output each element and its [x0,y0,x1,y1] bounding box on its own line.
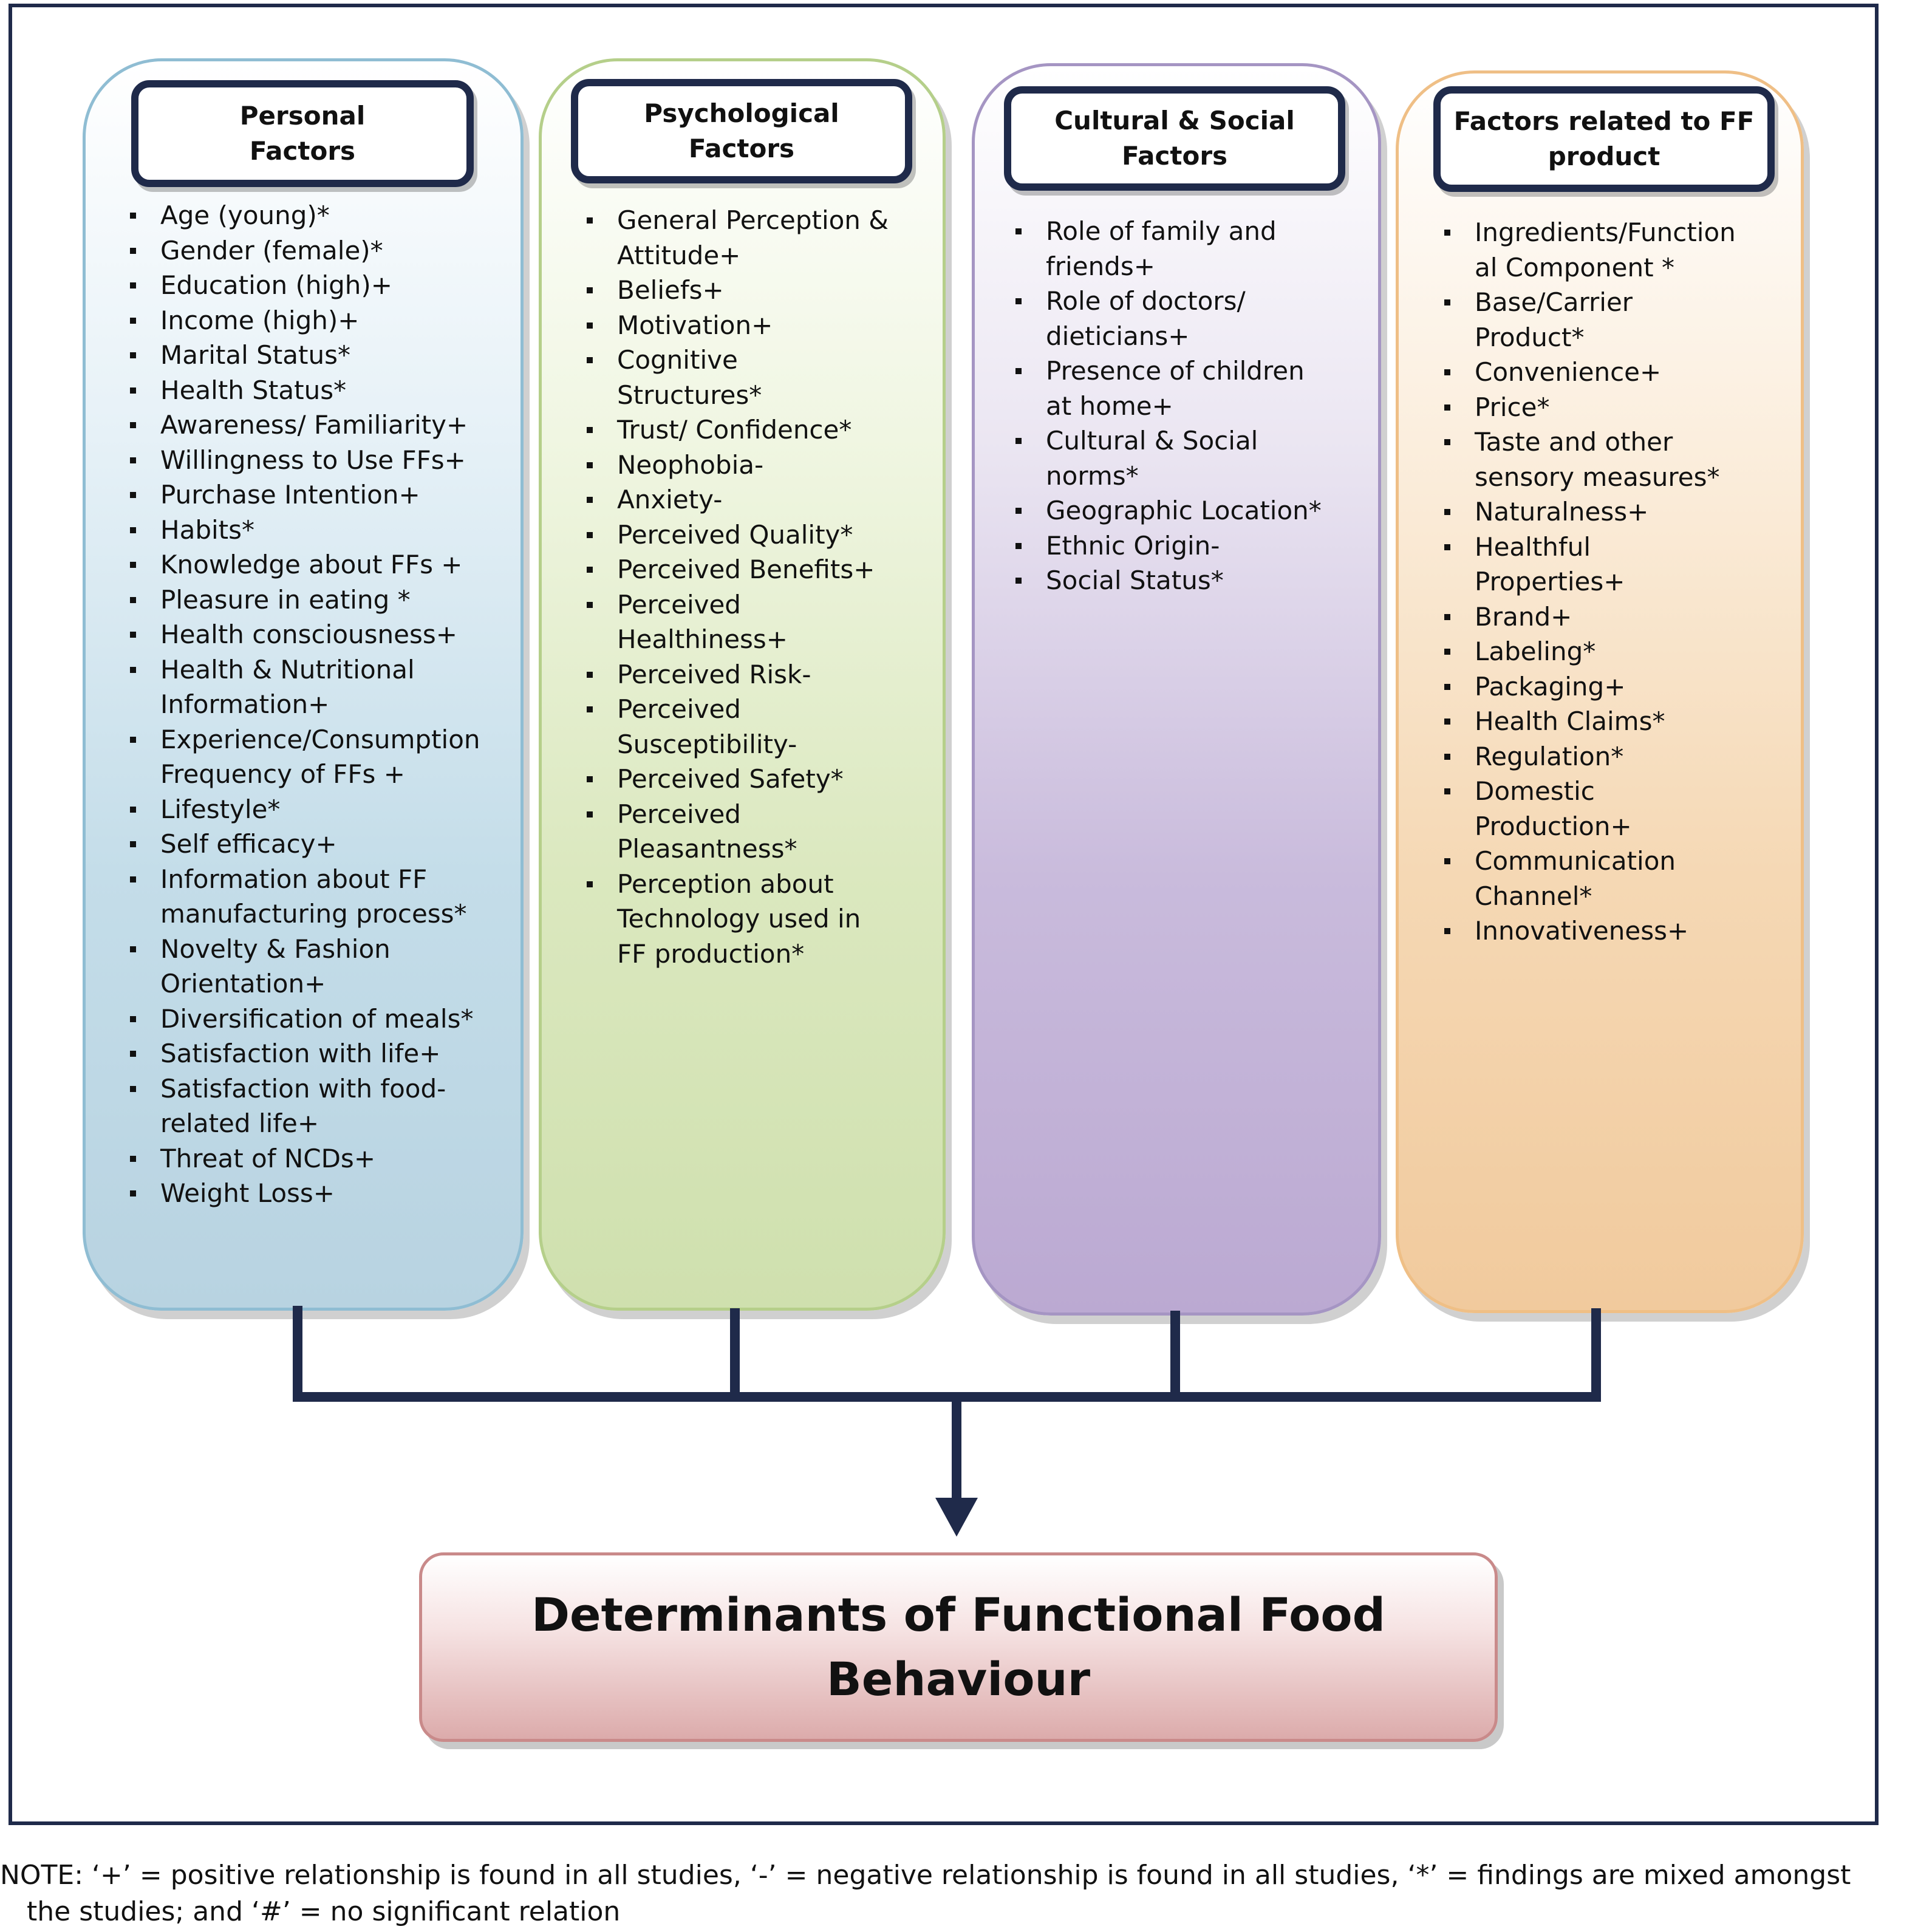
list-item: Information about FF manufacturing proce… [130,862,519,932]
list-item: Brand+ [1444,599,1797,635]
list-item: Communication Channel* [1444,844,1797,913]
list-item: Perceived Risk- [587,657,939,692]
list-item: Weight Loss+ [130,1176,519,1211]
header-cultural-social-factors: Cultural & Social Factors [1004,86,1345,191]
list-item: Perceived Safety* [587,762,939,797]
list-item: Marital Status* [130,338,519,373]
list-item: Diversification of meals* [130,1002,519,1037]
list-item: Price* [1444,390,1797,425]
list-item: Base/Carrier Product* [1444,285,1797,355]
list-item: Cognitive Structures* [587,343,939,412]
list-product-factors: Ingredients/Function al Component *Base/… [1444,215,1797,949]
list-item: Regulation* [1444,739,1797,774]
header-psychological-title: Psychological Factors [644,98,839,163]
header-cultural-title: Cultural & Social Factors [1054,106,1295,171]
list-item: Health Claims* [1444,704,1797,739]
list-item: Education (high)+ [130,268,519,303]
list-item: Naturalness+ [1444,494,1797,530]
list-item: Threat of NCDs+ [130,1141,519,1176]
list-item: Social Status* [1015,563,1368,598]
list-item: Cultural & Social norms* [1015,423,1368,493]
list-item: Health & Nutritional Information+ [130,652,519,722]
list-item: Perceived Susceptibility- [587,692,939,762]
list-item: Knowledge about FFs + [130,547,519,582]
header-product-title: Factors related to FF product [1453,106,1755,171]
list-item: Gender (female)* [130,233,519,268]
list-item: Perception about Technology used in FF p… [587,867,939,972]
list-item: Willingness to Use FFs+ [130,443,519,478]
list-item: Role of family and friends+ [1015,214,1368,284]
column-personal-factors [83,58,524,1311]
list-item: Perceived Healthiness+ [587,587,939,657]
list-item: Labeling* [1444,634,1797,669]
list-item: Novelty & Fashion Orientation+ [130,932,519,1002]
list-item: Neophobia- [587,448,939,483]
list-item: Geographic Location* [1015,493,1368,528]
list-item: Self efficacy+ [130,827,519,862]
footnote: NOTE: ‘+’ = positive relationship is fou… [0,1857,1918,1930]
footnote-line-2: the studies; and ‘#’ = no significant re… [27,1896,621,1927]
column-cultural-social-factors [972,63,1381,1316]
list-item: Perceived Pleasantness* [587,797,939,867]
list-item: Income (high)+ [130,303,519,338]
footnote-line-1: NOTE: ‘+’ = positive relationship is fou… [0,1860,1851,1891]
list-item: Convenience+ [1444,355,1797,390]
list-item: Satisfaction with life+ [130,1036,519,1071]
header-personal-factors: Personal Factors [131,80,474,187]
list-item: Perceived Quality* [587,517,939,553]
list-personal-factors: Age (young)*Gender (female)*Education (h… [130,198,519,1211]
list-item: Domestic Production+ [1444,774,1797,844]
list-item: Health Status* [130,373,519,408]
arrow-head [935,1498,978,1537]
list-item: Pleasure in eating * [130,582,519,618]
column-psychological-factors [539,58,946,1311]
list-item: Satisfaction with food- related life+ [130,1071,519,1141]
list-cultural-social-factors: Role of family and friends+Role of docto… [1015,214,1368,598]
list-item: Purchase Intention+ [130,477,519,513]
list-psychological-factors: General Perception & Attitude+Beliefs+Mo… [587,203,939,971]
list-item: Trust/ Confidence* [587,412,939,448]
column-product-factors [1396,70,1804,1313]
result-title: Determinants of Functional Food Behaviou… [531,1588,1386,1706]
list-item: General Perception & Attitude+ [587,203,939,273]
header-personal-title: Personal Factors [239,101,366,166]
list-item: Ingredients/Function al Component * [1444,215,1797,285]
list-item: Innovativeness+ [1444,913,1797,949]
list-item: Role of doctors/ dieticians+ [1015,284,1368,353]
list-item: Age (young)* [130,198,519,233]
list-item: Experience/Consumption Frequency of FFs … [130,722,519,792]
list-item: Presence of children at home+ [1015,353,1368,423]
list-item: Lifestyle* [130,792,519,827]
list-item: Health consciousness+ [130,617,519,652]
result-box: Determinants of Functional Food Behaviou… [419,1552,1498,1742]
header-psychological-factors: Psychological Factors [571,79,912,183]
list-item: Packaging+ [1444,669,1797,705]
header-product-factors: Factors related to FF product [1433,86,1775,192]
list-item: Habits* [130,513,519,548]
list-item: Motivation+ [587,308,939,343]
list-item: Healthful Properties+ [1444,530,1797,599]
list-item: Taste and other sensory measures* [1444,425,1797,494]
diagram-frame [9,4,1879,1825]
list-item: Beliefs+ [587,273,939,308]
list-item: Anxiety- [587,482,939,517]
list-item: Perceived Benefits+ [587,552,939,587]
list-item: Ethnic Origin- [1015,528,1368,564]
list-item: Awareness/ Familiarity+ [130,408,519,443]
